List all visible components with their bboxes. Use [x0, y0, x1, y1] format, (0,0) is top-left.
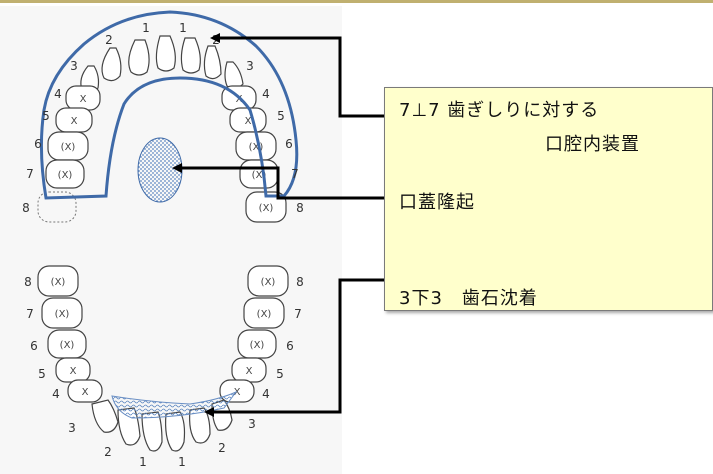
tooth-number-lower-r6: 6 — [30, 339, 38, 353]
svg-text:X: X — [71, 116, 78, 127]
svg-text:(X): (X) — [61, 142, 76, 153]
tooth-number-lower-l8: 8 — [296, 275, 304, 289]
tooth-number-lower-l7: 7 — [294, 307, 302, 321]
svg-text:(X): (X) — [252, 170, 267, 181]
tooth-number-lower-r2: 2 — [104, 445, 112, 459]
tooth-number-upper-r1: 1 — [142, 21, 150, 35]
tooth-number-upper-r5: 5 — [42, 109, 50, 123]
arrowhead-appliance — [210, 33, 220, 43]
tooth-number-upper-r4: 4 — [54, 87, 62, 101]
tooth-number-lower-r5: 5 — [38, 367, 46, 381]
svg-text:(X): (X) — [249, 142, 264, 153]
tooth-number-lower-l3: 3 — [248, 417, 256, 431]
arrowhead-torus — [172, 163, 182, 173]
svg-text:(X): (X) — [51, 277, 66, 288]
tooth-number-lower-l6: 6 — [286, 339, 294, 353]
svg-text:X: X — [246, 366, 253, 377]
note-palatal-torus: 口蓋隆起 — [399, 192, 475, 213]
tooth-number-upper-r6: 6 — [34, 137, 42, 151]
tooth-number-lower-l2: 2 — [218, 441, 226, 455]
tooth-number-upper-l1: 1 — [179, 21, 187, 35]
svg-text:(X): (X) — [257, 309, 272, 320]
svg-text:(X): (X) — [60, 340, 75, 351]
tooth-number-upper-l7: 7 — [291, 167, 299, 181]
svg-text:(X): (X) — [58, 170, 73, 181]
tooth-number-upper-r2: 2 — [105, 33, 113, 47]
note-appliance-line2: 口腔内装置 — [545, 134, 640, 155]
svg-text:X: X — [80, 94, 87, 105]
tooth-number-upper-l6: 6 — [285, 137, 293, 151]
palatal-torus — [137, 137, 183, 203]
note-appliance-line1: 7⊥7 歯ぎしりに対する — [399, 100, 600, 121]
svg-text:(X): (X) — [261, 277, 276, 288]
arrow-calculus — [212, 278, 384, 414]
annotation-note-box: 7⊥7 歯ぎしりに対する 口腔内装置 口蓋隆起 3下3 歯石沈着 — [384, 87, 713, 311]
tooth-number-upper-l4: 4 — [262, 87, 270, 101]
tooth-number-upper-r3: 3 — [70, 59, 78, 73]
top-border-line — [0, 0, 713, 3]
dental-chart-background — [0, 6, 342, 474]
tooth-number-lower-r8: 8 — [24, 275, 32, 289]
tooth-number-lower-r4: 4 — [52, 387, 60, 401]
arrow-torus — [180, 166, 384, 200]
svg-text:(X): (X) — [250, 340, 265, 351]
tooth-number-lower-r1: 1 — [139, 455, 147, 469]
svg-text:X: X — [70, 366, 77, 377]
arrow-appliance — [218, 36, 384, 118]
tooth-number-lower-l4: 4 — [262, 387, 270, 401]
svg-text:X: X — [245, 116, 252, 127]
svg-text:(X): (X) — [259, 203, 274, 214]
tooth-number-lower-r7: 7 — [26, 307, 34, 321]
oral-appliance-outline — [39, 10, 299, 200]
svg-text:X: X — [82, 387, 89, 398]
tooth-number-upper-l5: 5 — [277, 109, 285, 123]
svg-text:X: X — [234, 387, 241, 398]
arrowhead-calculus — [204, 407, 214, 417]
tooth-number-upper-r8: 8 — [22, 201, 30, 215]
callout-arrows — [180, 36, 384, 414]
tooth-number-upper-l8: 8 — [296, 201, 304, 215]
tooth-number-upper-l3: 3 — [246, 59, 254, 73]
tooth-number-upper-r7: 7 — [26, 167, 34, 181]
svg-text:(X): (X) — [55, 309, 70, 320]
tooth-number-lower-l5: 5 — [276, 367, 284, 381]
tooth-number-lower-l1: 1 — [178, 455, 186, 469]
tooth-number-lower-r3: 3 — [68, 421, 76, 435]
note-calculus: 3下3 歯石沈着 — [399, 288, 538, 309]
arrow-heads — [172, 33, 220, 417]
